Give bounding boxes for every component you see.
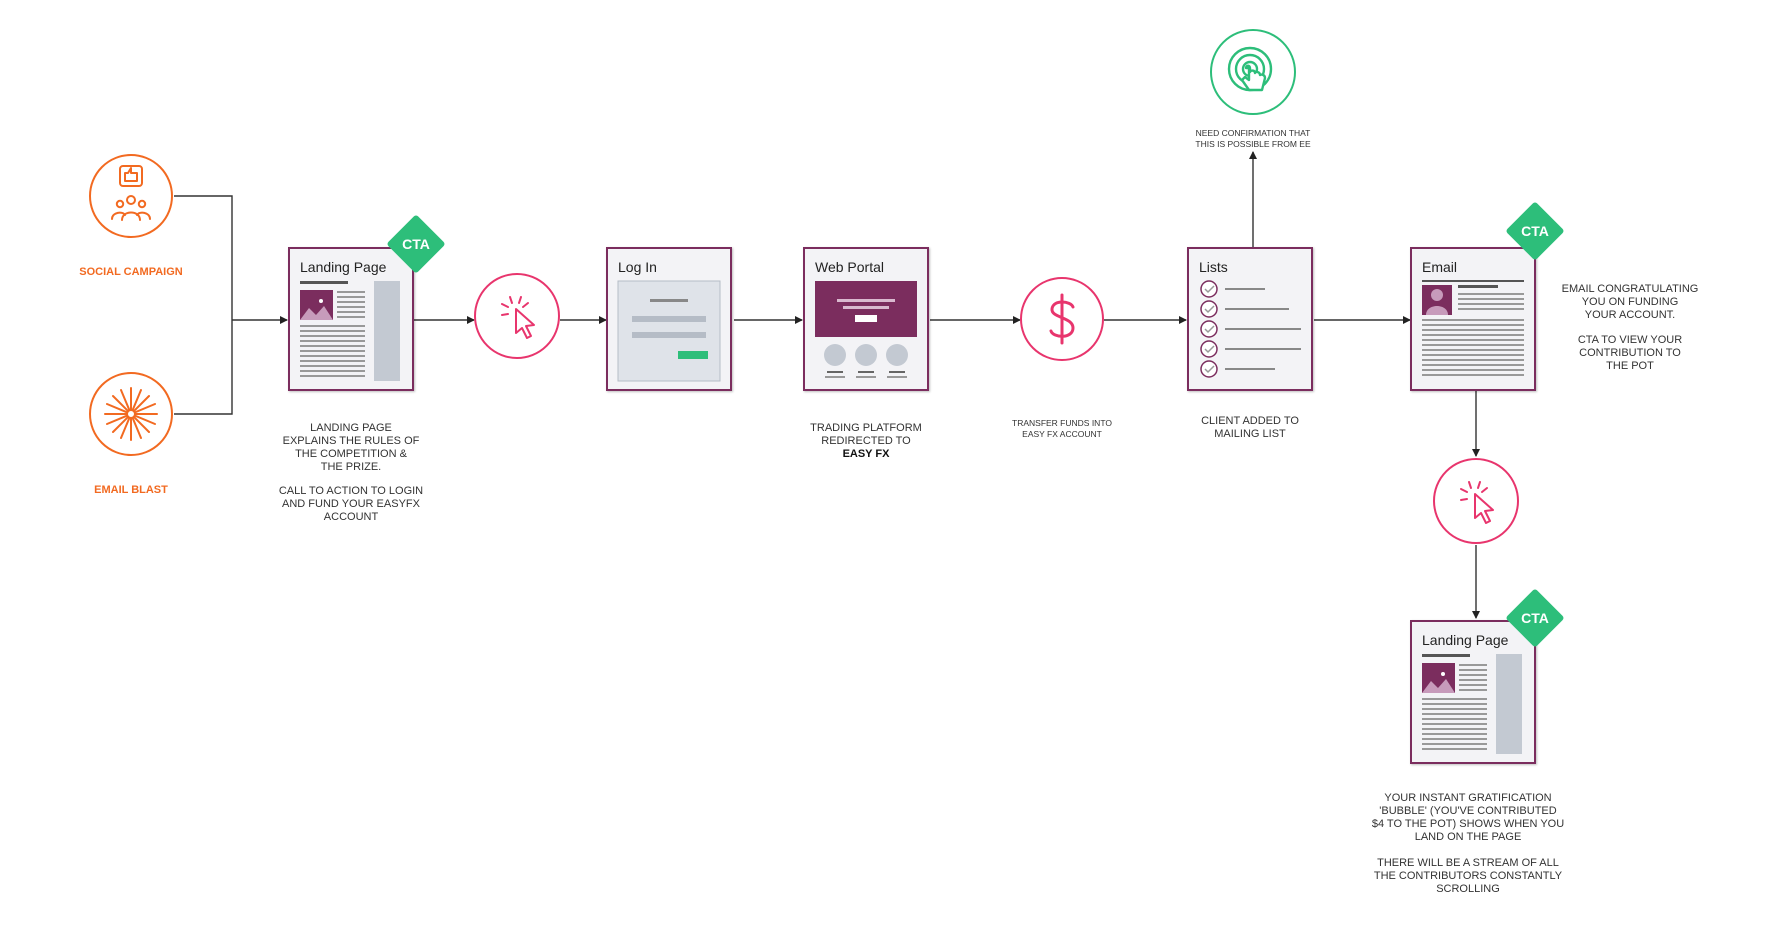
cta-badge: CTA xyxy=(386,214,446,274)
transfer-funds-caption: TRANSFER FUNDS INTO EASY FX ACCOUNT xyxy=(1012,418,1112,439)
cursor-click-icon xyxy=(1460,481,1494,524)
lists-caption: CLIENT ADDED TO MAILING LIST xyxy=(1201,415,1299,440)
lists-title: Lists xyxy=(1199,259,1228,275)
connector-email-blast xyxy=(174,320,233,415)
confirmation-node xyxy=(1210,29,1296,115)
email-caption: EMAIL CONGRATULATING YOU ON FUNDING YOUR… xyxy=(1561,283,1699,321)
landing-page-caption-cta: CALL TO ACTION TO LOGIN AND FUND YOUR EA… xyxy=(278,485,424,523)
login-title: Log In xyxy=(618,259,657,275)
cursor-click-icon xyxy=(501,296,535,339)
lists-card: Lists xyxy=(1187,247,1313,391)
email-caption-cta: CTA TO VIEW YOUR CONTRIBUTION TO THE POT xyxy=(1577,334,1683,372)
cta-label: CTA xyxy=(402,236,430,252)
landing-page-2-caption-stream: THERE WILL BE A STREAM OF ALL THE CONTRI… xyxy=(1373,857,1563,895)
connector-social xyxy=(174,195,233,320)
landing-page-card: Landing Page xyxy=(288,247,414,391)
cta-label: CTA xyxy=(1521,610,1549,626)
thumbs-up-people-icon xyxy=(111,165,151,221)
social-campaign-label: SOCIAL CAMPAIGN xyxy=(79,266,183,278)
email-thumbnail xyxy=(1422,280,1524,376)
email-blast-node xyxy=(89,372,173,456)
cta-badge: CTA xyxy=(1505,201,1565,261)
dollar-icon xyxy=(1049,293,1075,345)
landing-page-title: Landing Page xyxy=(1422,632,1509,648)
web-portal-thumbnail xyxy=(815,281,917,378)
social-campaign-node xyxy=(89,154,173,238)
email-card: Email xyxy=(1410,247,1536,391)
cta-label: CTA xyxy=(1521,223,1549,239)
web-portal-title: Web Portal xyxy=(815,259,884,275)
web-portal-caption-brand: EASY FX xyxy=(842,448,890,460)
confirmation-caption: NEED CONFIRMATION THAT THIS IS POSSIBLE … xyxy=(1195,128,1311,149)
web-portal-caption: TRADING PLATFORM REDIRECTED TO xyxy=(810,422,922,447)
login-form-thumbnail xyxy=(617,280,721,382)
email-blast-label: EMAIL BLAST xyxy=(94,484,168,496)
click-node xyxy=(1433,458,1519,544)
cta-badge: CTA xyxy=(1505,588,1565,648)
starburst-icon xyxy=(104,387,158,441)
landing-page-thumbnail xyxy=(300,281,400,381)
transfer-funds-node xyxy=(1020,277,1104,361)
touch-icon xyxy=(1227,46,1273,92)
landing-page-2-caption: YOUR INSTANT GRATIFICATION 'BUBBLE' (YOU… xyxy=(1371,792,1565,843)
landing-page-thumbnail xyxy=(1422,654,1522,754)
landing-page-title: Landing Page xyxy=(300,259,387,275)
web-portal-card: Web Portal xyxy=(803,247,929,391)
landing-page-card: Landing Page xyxy=(1410,620,1536,764)
login-card: Log In xyxy=(606,247,732,391)
click-node xyxy=(474,273,560,359)
email-title: Email xyxy=(1422,259,1458,275)
landing-page-caption: LANDING PAGE EXPLAINS THE RULES OF THE C… xyxy=(282,422,420,473)
checklist-thumbnail xyxy=(1200,280,1301,378)
